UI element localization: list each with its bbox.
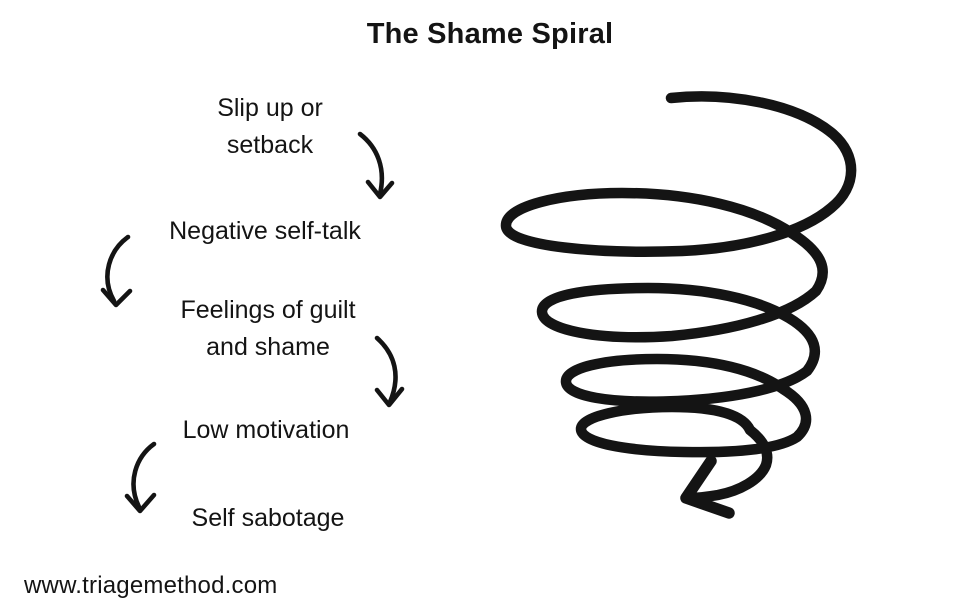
spiral-arrowhead-icon xyxy=(680,455,735,519)
step-self-sabotage: Self sabotage xyxy=(192,500,345,537)
step-line: Low motivation xyxy=(182,416,350,444)
step-line: Negative self-talk xyxy=(169,217,361,245)
step-slip-up-or-setback: Slip up or setback xyxy=(217,90,323,164)
step-negative-self-talk: Negative self-talk xyxy=(169,213,361,250)
step-line: and shame xyxy=(206,333,330,361)
step-feelings-of-guilt-and-shame: Feelings of guilt and shame xyxy=(180,292,355,366)
curved-down-arrow-icon xyxy=(100,234,133,308)
step-line: Slip up or xyxy=(217,94,323,122)
curved-down-arrow-icon xyxy=(124,441,157,514)
step-line: Self sabotage xyxy=(191,504,345,532)
step-low-motivation: Low motivation xyxy=(183,412,350,449)
page-title: The Shame Spiral xyxy=(366,18,614,50)
step-line: Feelings of guilt xyxy=(180,296,356,324)
curved-down-arrow-icon xyxy=(374,335,405,408)
step-line: setback xyxy=(226,131,314,159)
spiral-icon xyxy=(500,91,857,519)
website-url: www.triagemethod.com xyxy=(24,572,278,599)
curved-down-arrow-icon xyxy=(357,131,395,200)
